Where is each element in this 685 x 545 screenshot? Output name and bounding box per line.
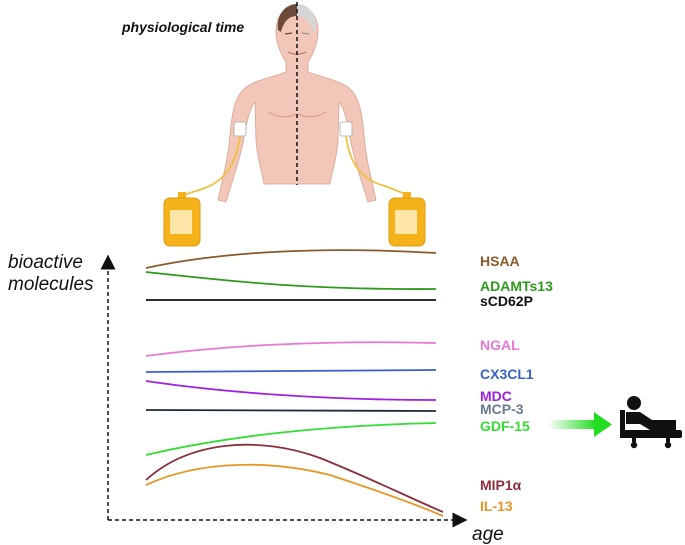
x-axis-label: age [472, 524, 504, 545]
physiological-time-title: physiological time [121, 19, 244, 35]
label-ngal: NGAL [480, 337, 520, 353]
label-mdc: MDC [480, 388, 512, 404]
label-cx3cl1: CX3CL1 [480, 366, 534, 382]
blood-bag-icon-right [388, 192, 426, 247]
curve-gdf15 [145, 422, 437, 456]
y-axis-label-line1: bioactive [8, 252, 83, 273]
curve-ngal [145, 341, 437, 357]
y-axis-label-line2: molecules [8, 274, 94, 295]
label-scd62p: sCD62P [480, 293, 533, 309]
curve-cx3cl1 [145, 369, 437, 373]
curve-il13 [145, 463, 444, 517]
green-arrow-icon [548, 412, 612, 437]
label-mcp3: MCP-3 [480, 401, 524, 417]
label-il13: IL-13 [480, 498, 513, 514]
label-gdf15: GDF-15 [480, 418, 530, 434]
curve-mcp3 [145, 409, 437, 412]
curve-hsaa [145, 249, 437, 269]
hospital-bed-patient-icon [620, 396, 682, 449]
iv-tube-right [345, 135, 409, 197]
curve-adamts13 [145, 271, 437, 290]
iv-tube-left [181, 135, 241, 197]
label-mip1a: MIP1α [480, 477, 522, 493]
blood-bag-icon-left [163, 192, 201, 247]
label-adamts13: ADAMTs13 [480, 278, 553, 294]
label-hsaa: HSAA [480, 253, 520, 269]
curve-mip1a [145, 443, 444, 513]
curve-mdc [145, 380, 437, 401]
